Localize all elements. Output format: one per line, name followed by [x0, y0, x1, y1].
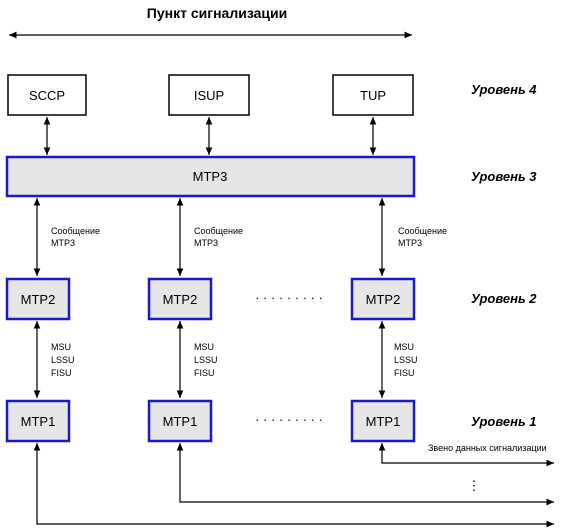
svg-text:MSU: MSU — [394, 342, 414, 352]
svg-text:LSSU: LSSU — [194, 355, 218, 365]
level4-label: Уровень 4 — [471, 82, 537, 97]
signaling-link-left — [33, 443, 554, 528]
tup-box: TUP — [332, 74, 414, 116]
mtp1-box-left: MTP1 — [5, 399, 71, 443]
svg-text:MTP1: MTP1 — [366, 414, 401, 429]
signal-units-label-right: MSU LSSU FISU — [394, 342, 418, 378]
svg-text:MTP3: MTP3 — [194, 238, 218, 248]
level1-label: Уровень 1 — [471, 414, 537, 429]
svg-text:MTP2: MTP2 — [366, 292, 401, 307]
svg-text:MTP3: MTP3 — [398, 238, 422, 248]
mtp1-box-middle: MTP1 — [147, 399, 213, 443]
svg-text:MSU: MSU — [51, 342, 71, 352]
svg-text:MSU: MSU — [194, 342, 214, 352]
signaling-link-label: Звено данных сигнализации — [428, 443, 547, 453]
mtp3-message-label-right: Сообщение MTP3 — [398, 226, 447, 248]
mtp3-box: MTP3 — [5, 155, 416, 198]
svg-text:FISU: FISU — [51, 368, 72, 378]
mtp3-message-label-middle: Сообщение MTP3 — [194, 226, 243, 248]
svg-text:MTP2: MTP2 — [163, 292, 198, 307]
mtp1-box-right: MTP1 — [350, 399, 416, 443]
level3-label: Уровень 3 — [471, 169, 537, 184]
mtp3-message-label-left: Сообщение MTP3 — [51, 226, 100, 248]
svg-text:Сообщение: Сообщение — [51, 226, 100, 236]
svg-text:Сообщение: Сообщение — [398, 226, 447, 236]
svg-text:TUP: TUP — [360, 88, 386, 103]
level1-ellipsis: · · · · · · · · · — [255, 412, 323, 427]
level2-label: Уровень 2 — [471, 291, 537, 306]
svg-text:LSSU: LSSU — [51, 355, 75, 365]
signal-units-label-middle: MSU LSSU FISU — [194, 342, 218, 378]
mtp2-box-middle: MTP2 — [147, 277, 213, 321]
svg-text:MTP3: MTP3 — [51, 238, 75, 248]
level2-ellipsis: · · · · · · · · · — [255, 290, 323, 305]
svg-text:FISU: FISU — [194, 368, 215, 378]
svg-text:FISU: FISU — [394, 368, 415, 378]
svg-text:ISUP: ISUP — [194, 88, 224, 103]
svg-text:MTP3: MTP3 — [193, 169, 228, 184]
svg-text:SCCP: SCCP — [29, 88, 65, 103]
svg-text:LSSU: LSSU — [394, 355, 418, 365]
svg-text:Сообщение: Сообщение — [194, 226, 243, 236]
svg-text:MTP2: MTP2 — [21, 292, 56, 307]
svg-text:MTP1: MTP1 — [21, 414, 56, 429]
mtp2-box-left: MTP2 — [5, 277, 71, 321]
sccp-box: SCCP — [7, 74, 87, 116]
diagram-title: Пункт сигнализации — [147, 5, 287, 21]
mtp2-box-right: MTP2 — [350, 277, 416, 321]
vertical-ellipsis: ⋮ — [468, 478, 481, 493]
signal-units-label-left: MSU LSSU FISU — [51, 342, 75, 378]
isup-box: ISUP — [168, 74, 250, 116]
svg-text:MTP1: MTP1 — [163, 414, 198, 429]
